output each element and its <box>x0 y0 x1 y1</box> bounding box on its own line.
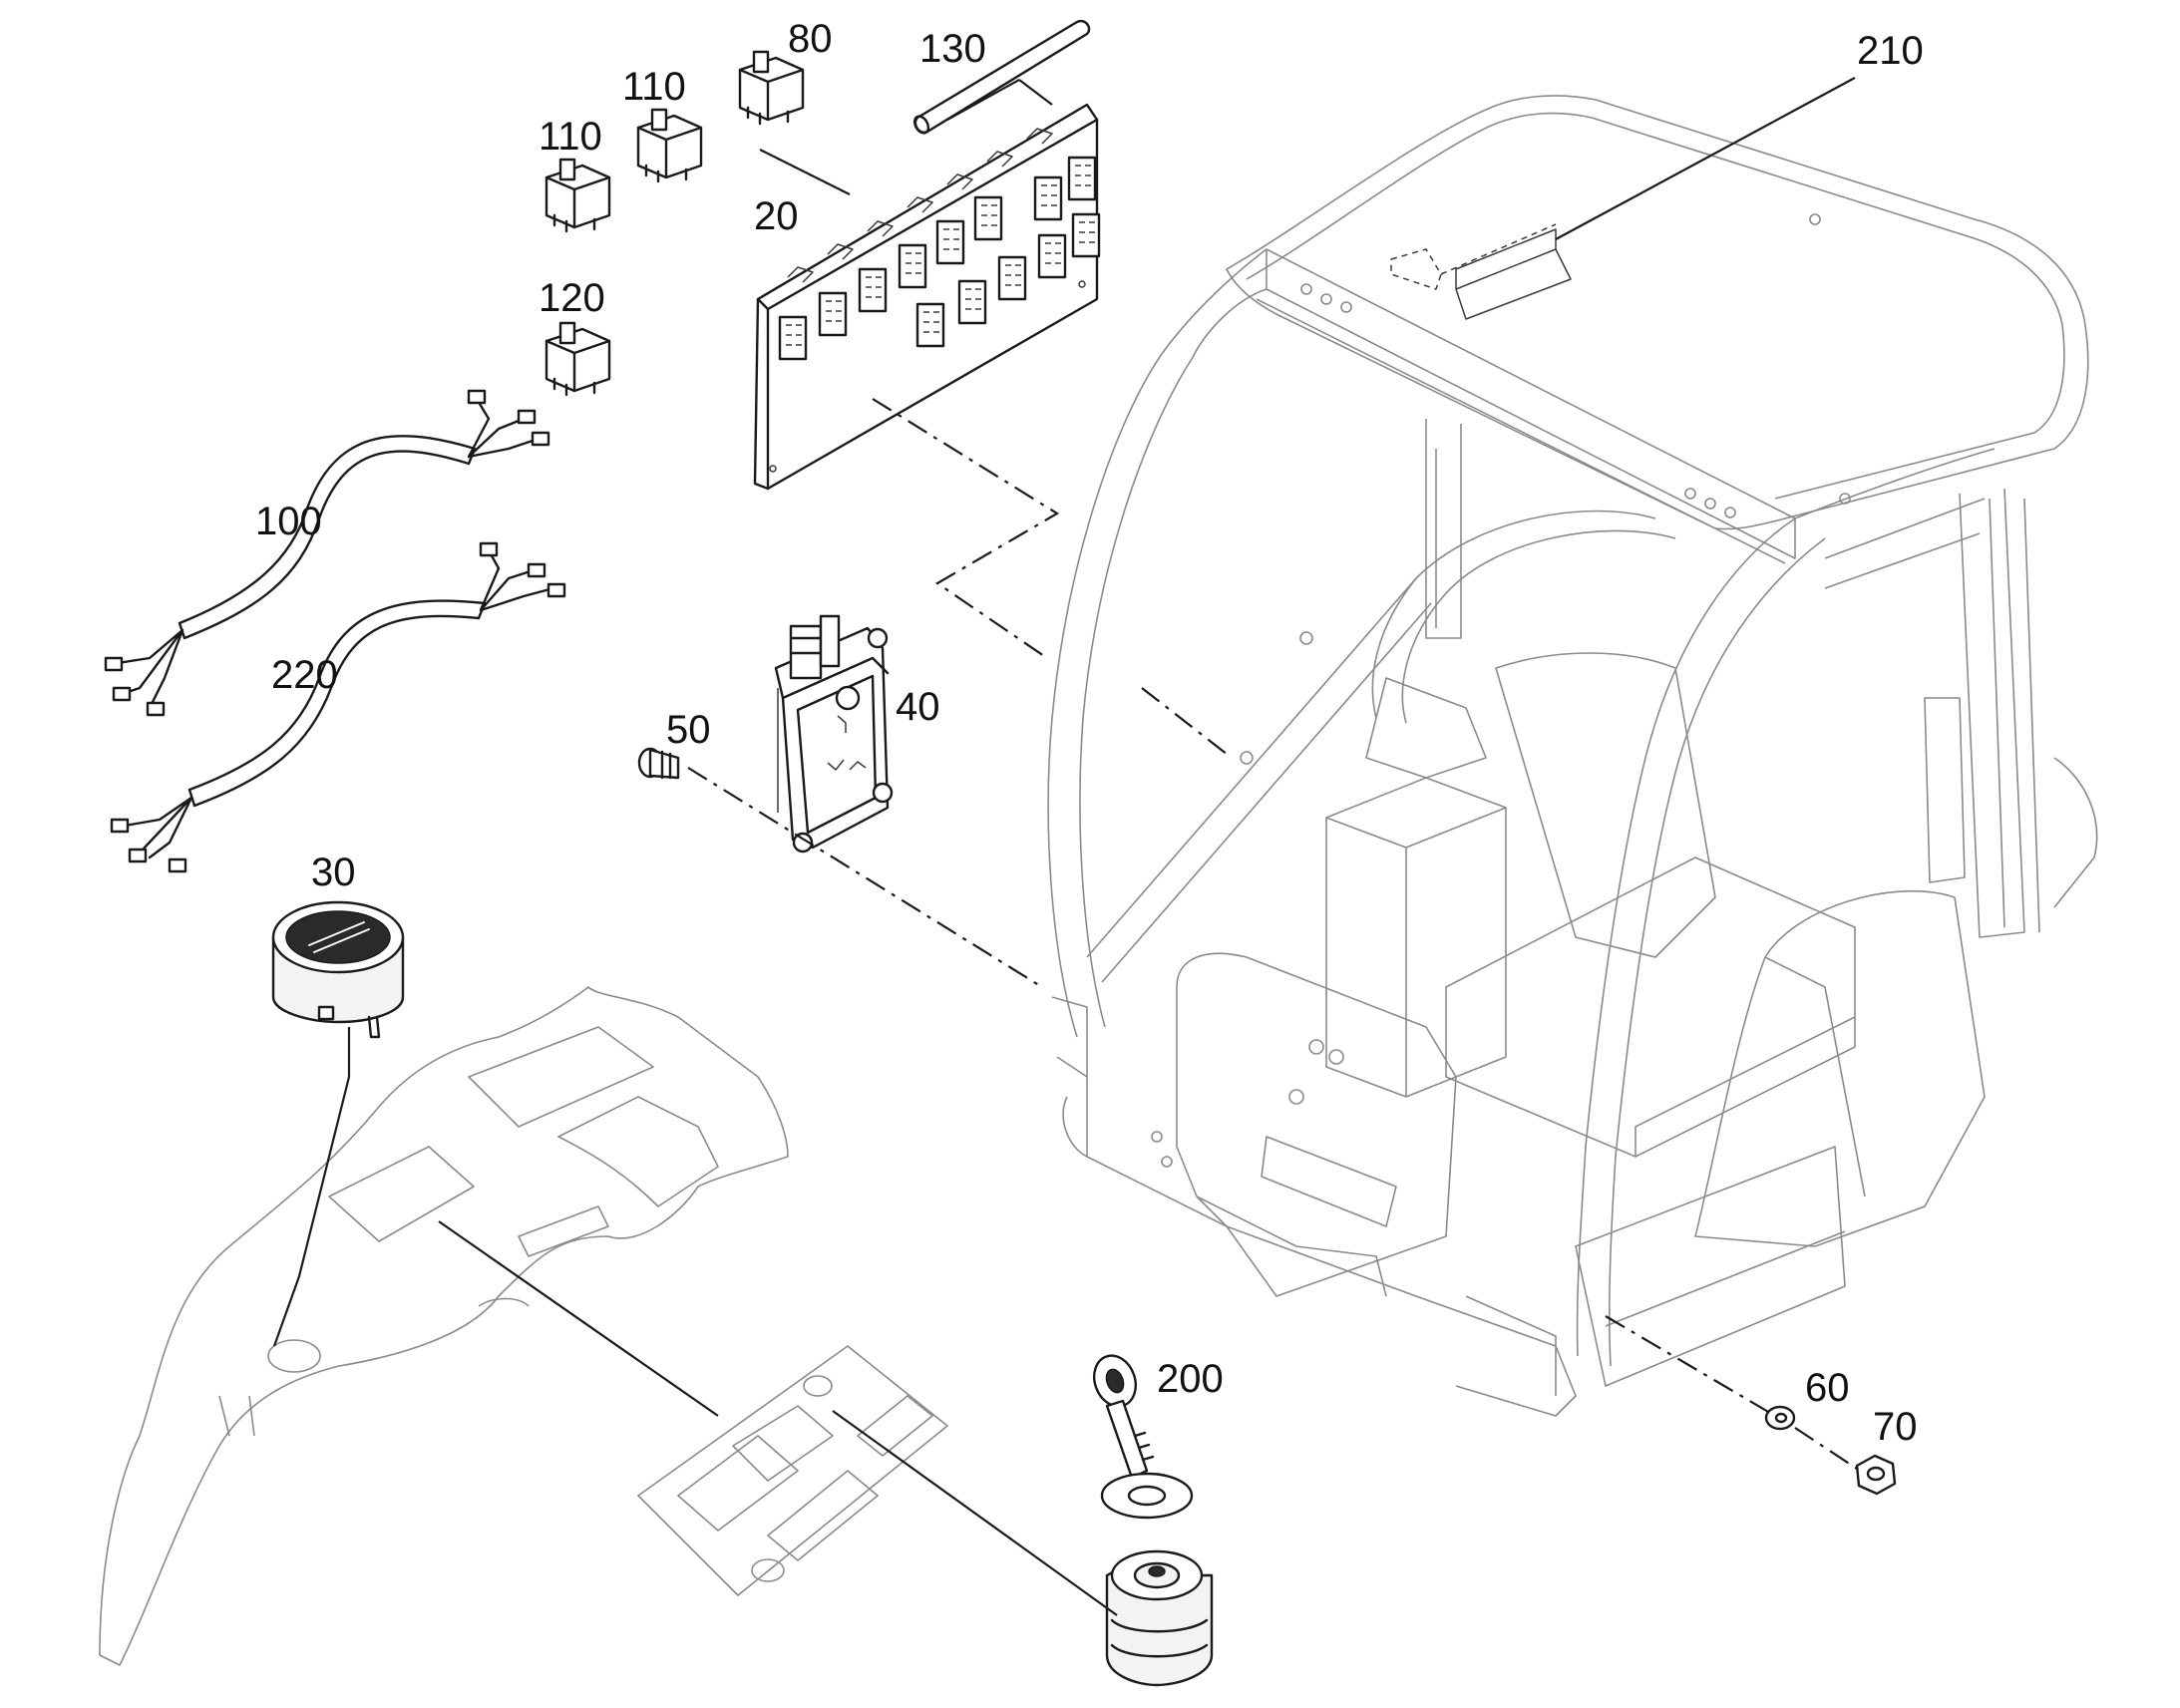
dashboard-panel <box>99 986 789 1666</box>
nut-70 <box>1855 1454 1897 1496</box>
relay-panel-20 <box>753 103 1101 491</box>
callout-220: 220 <box>271 653 338 697</box>
wire-harness-220 <box>110 541 566 873</box>
ignition-key-200 <box>1093 1354 1155 1480</box>
callout-40: 40 <box>896 685 940 729</box>
callout-60: 60 <box>1805 1366 1850 1410</box>
control-module-40 <box>774 614 894 854</box>
callout-110-lower: 110 <box>539 115 602 159</box>
relay-80 <box>738 50 805 126</box>
tube-130 <box>912 19 1091 135</box>
callout-70: 70 <box>1873 1405 1918 1449</box>
relay-110-upper <box>636 108 703 183</box>
wire-harness-100 <box>104 389 550 717</box>
callout-120: 120 <box>539 276 605 320</box>
ignition-washer <box>1100 1472 1194 1520</box>
explosion-lines <box>687 398 1861 1472</box>
screw-50 <box>637 747 680 780</box>
callout-80: 80 <box>788 17 833 61</box>
ignition-switch-body <box>1105 1549 1214 1687</box>
callout-210: 210 <box>1857 29 1924 73</box>
gauge-30 <box>271 900 405 1039</box>
rivets <box>1151 213 1851 1168</box>
callout-100: 100 <box>255 500 322 543</box>
callout-130: 130 <box>919 27 986 71</box>
cab-frame <box>1047 95 2098 1417</box>
panel-connectors <box>778 156 1101 361</box>
relay-120 <box>545 321 611 397</box>
relay-110-lower <box>545 158 611 233</box>
callout-110-upper: 110 <box>622 65 686 109</box>
mounting-bracket-210 <box>1390 223 1572 320</box>
leader-lines <box>272 77 1856 1616</box>
switch-plate <box>637 1345 948 1596</box>
callout-labels: 80 130 210 110 110 20 120 100 220 40 50 … <box>255 17 1924 1449</box>
callout-50: 50 <box>666 708 711 752</box>
callout-200: 200 <box>1157 1357 1224 1401</box>
callout-30: 30 <box>311 851 356 894</box>
washer-60 <box>1764 1405 1796 1431</box>
callout-20: 20 <box>754 194 799 238</box>
